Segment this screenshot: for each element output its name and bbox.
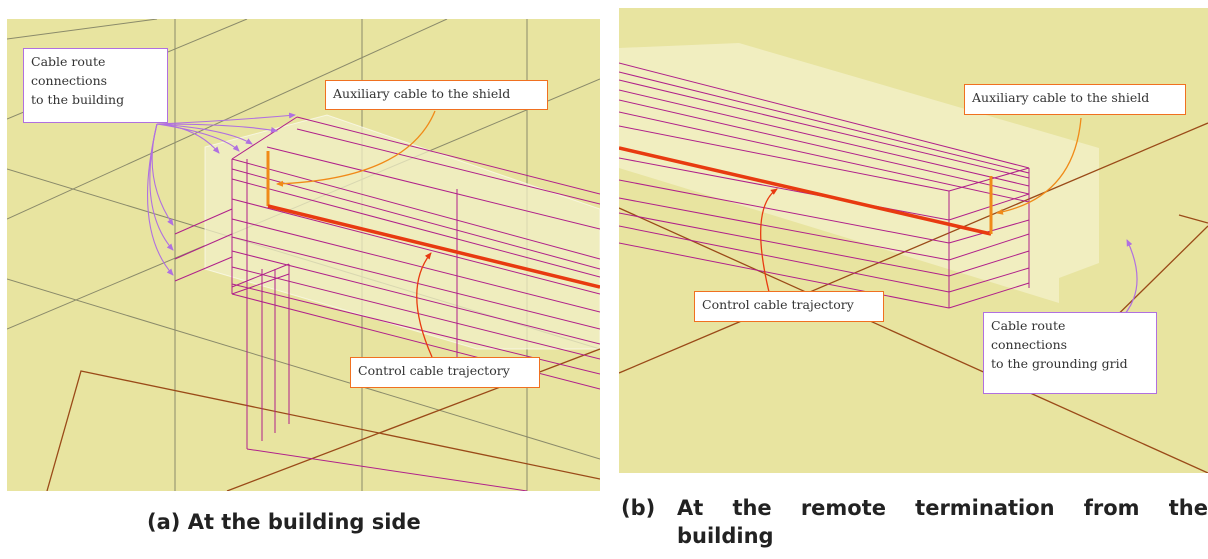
caption-second-line: building — [677, 524, 774, 548]
panel-remote-termination: Auxiliary cable to the shield Control ca… — [619, 8, 1208, 473]
caption-word: the — [732, 496, 772, 520]
callout-line: Control cable trajectory — [702, 297, 854, 312]
remote-termination-3d-view — [619, 8, 1208, 473]
control-cable — [267, 204, 600, 289]
caption-words: At the remote termination from the — [677, 494, 1208, 522]
callout-line: Control cable trajectory — [358, 363, 510, 378]
control-arrow — [760, 188, 778, 293]
caption-a: (a) At the building side — [147, 510, 421, 534]
panel-building-side: Cable route connections to the building … — [7, 19, 600, 491]
cable-routes — [174, 116, 600, 491]
callout-auxiliary-cable-a: Auxiliary cable to the shield — [325, 80, 548, 110]
auxiliary-arrow — [276, 110, 436, 187]
control-arrow — [416, 252, 433, 358]
caption-word: termination — [915, 496, 1055, 520]
callout-line: Auxiliary cable to the shield — [972, 90, 1150, 105]
caption-word: At — [677, 496, 704, 520]
callout-control-cable-b: Control cable trajectory — [694, 291, 884, 322]
caption-label: (a) — [147, 510, 181, 534]
caption-text: At the building side — [187, 510, 421, 534]
callout-control-cable-a: Control cable trajectory — [350, 357, 540, 388]
callout-auxiliary-cable-b: Auxiliary cable to the shield — [964, 84, 1186, 115]
callout-line: Cable route — [991, 318, 1066, 333]
caption-word: the — [1168, 496, 1208, 520]
cable-routes — [619, 62, 1030, 309]
callout-cable-route-building: Cable route connections to the building — [23, 48, 168, 123]
caption-first-line: (b) At the remote termination from the — [621, 494, 1208, 522]
shield-volume — [204, 114, 600, 350]
auxiliary-arrow — [996, 117, 1082, 215]
caption-word: from — [1083, 496, 1140, 520]
caption-label: (b) — [621, 496, 656, 520]
callout-line: to the grounding grid — [991, 356, 1128, 371]
callout-line: connections — [991, 337, 1068, 352]
building-connection-arrows — [146, 112, 296, 276]
callout-line: Auxiliary cable to the shield — [333, 86, 511, 101]
callout-cable-route-grounding: Cable route connections to the grounding… — [983, 312, 1157, 394]
callout-line: to the building — [31, 92, 125, 107]
caption-b: (b) At the remote termination from the b… — [621, 494, 1208, 550]
callout-line: connections — [31, 73, 108, 88]
control-cable — [619, 146, 992, 236]
caption-word: remote — [800, 496, 887, 520]
callout-line: Cable route — [31, 54, 106, 69]
